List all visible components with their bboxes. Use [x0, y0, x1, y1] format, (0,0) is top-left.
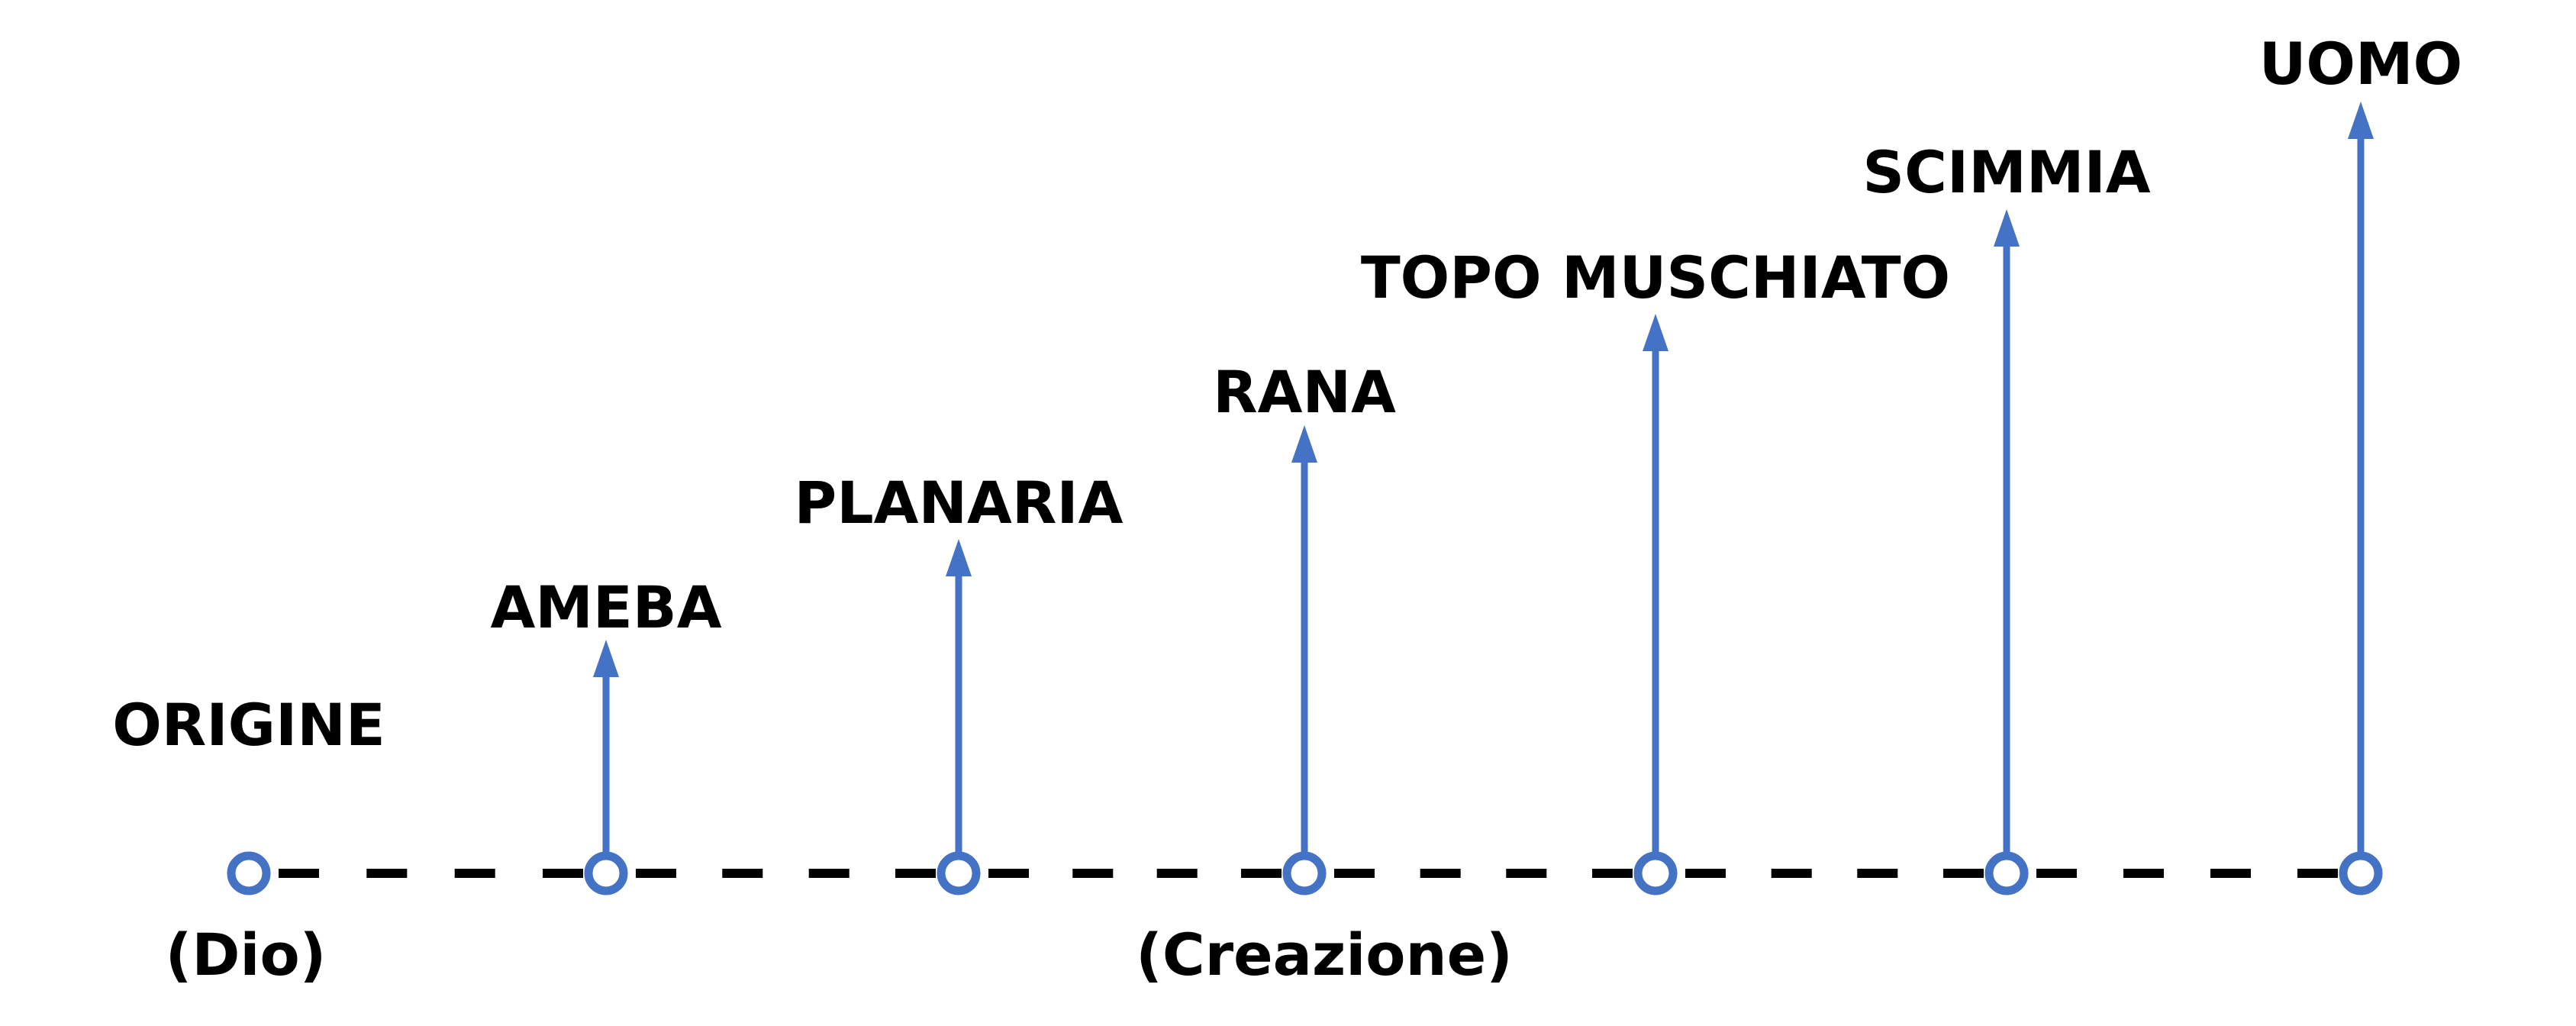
dash-segment — [2210, 869, 2251, 878]
dash-segment — [1943, 869, 1984, 878]
dash-segment — [636, 869, 676, 878]
timeline-node-circle-icon — [1633, 851, 1678, 895]
label-scimmia: SCIMMIA — [1862, 138, 2151, 206]
timeline-node-circle-icon — [937, 851, 981, 895]
arrow-up-icon — [593, 640, 619, 852]
dash-segment — [366, 869, 408, 878]
dash-segment — [1334, 869, 1375, 878]
dash-segment — [1592, 869, 1633, 878]
dash-segment — [454, 869, 495, 878]
arrow-up-icon — [1643, 314, 1668, 852]
timeline-node-circle-icon — [227, 851, 271, 895]
dash-segment — [1506, 869, 1547, 878]
sub-label-dio: (Dio) — [165, 921, 327, 989]
timeline-node-circle-icon — [1984, 851, 2029, 895]
dash-segment — [2297, 869, 2338, 878]
timeline-node-circle-icon — [584, 851, 628, 895]
dash-segment — [2123, 869, 2164, 878]
dash-segment — [988, 869, 1029, 878]
dash-segment — [543, 869, 583, 878]
timeline-nodes — [227, 851, 2383, 895]
dash-segment — [2036, 869, 2077, 878]
timeline-node-circle-icon — [1282, 851, 1327, 895]
dash-segment — [1241, 869, 1282, 878]
label-rana: RANA — [1213, 358, 1396, 426]
arrow-up-icon — [2348, 102, 2374, 852]
arrow-up-icon — [1994, 209, 2020, 852]
dash-segment — [1420, 869, 1461, 878]
dash-segment — [279, 869, 319, 878]
dash-segment — [808, 869, 850, 878]
label-topo-muschiato: TOPO MUSCHIATO — [1360, 244, 1951, 311]
dash-segment — [722, 869, 763, 878]
arrow-up-icon — [946, 539, 972, 852]
sub-label-creazione: (Creazione) — [1136, 921, 1513, 989]
label-planaria: PLANARIA — [794, 469, 1124, 537]
dash-segment — [1072, 869, 1114, 878]
arrow-up-icon — [1291, 425, 1317, 852]
label-ameba: AMEBA — [490, 573, 722, 641]
dash-segment — [1156, 869, 1198, 878]
dash-segment — [1857, 869, 1898, 878]
arrows-group — [593, 102, 2374, 852]
dashed-timeline — [279, 869, 2338, 878]
label-origine: ORIGINE — [112, 691, 385, 759]
dash-segment — [1685, 869, 1726, 878]
dash-segment — [895, 869, 936, 878]
timeline-node-circle-icon — [2339, 851, 2383, 895]
label-uomo: UOMO — [2258, 30, 2463, 98]
dash-segment — [1771, 869, 1812, 878]
